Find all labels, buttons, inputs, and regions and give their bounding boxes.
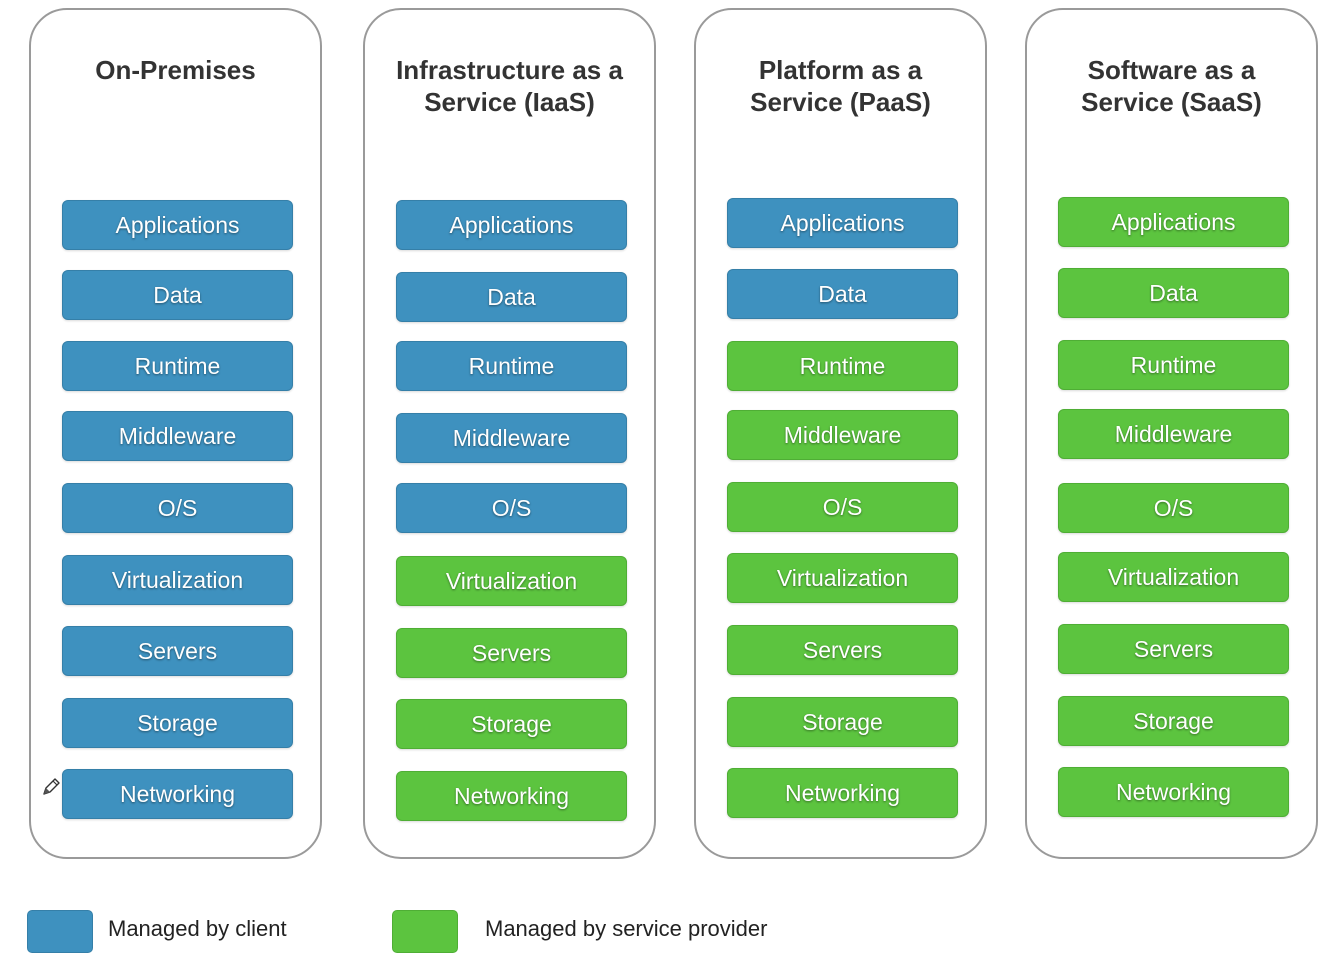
layer-middleware: Middleware xyxy=(396,413,627,463)
legend-label-client: Managed by client xyxy=(108,916,287,941)
layer-runtime: Runtime xyxy=(727,341,958,391)
layer-servers: Servers xyxy=(396,628,627,678)
layer-os: O/S xyxy=(727,482,958,532)
layer-os: O/S xyxy=(1058,483,1289,533)
layer-runtime: Runtime xyxy=(62,341,293,391)
layer-data: Data xyxy=(1058,268,1289,318)
layer-applications: Applications xyxy=(62,200,293,250)
layer-storage: Storage xyxy=(1058,696,1289,746)
layer-networking: Networking xyxy=(396,771,627,821)
column-on-premises: On-Premises Applications Data Runtime Mi… xyxy=(29,8,322,859)
layer-networking: Networking xyxy=(1058,767,1289,817)
layer-storage: Storage xyxy=(62,698,293,748)
legend-swatch-provider xyxy=(392,910,458,953)
pencil-icon xyxy=(43,778,60,795)
layer-data: Data xyxy=(396,272,627,322)
layer-middleware: Middleware xyxy=(1058,409,1289,459)
column-title: Platform as a Service (PaaS) xyxy=(750,55,931,117)
layer-data: Data xyxy=(62,270,293,320)
layer-runtime: Runtime xyxy=(1058,340,1289,390)
layer-applications: Applications xyxy=(396,200,627,250)
column-title: Infrastructure as a Service (IaaS) xyxy=(396,55,623,117)
layer-storage: Storage xyxy=(727,697,958,747)
layer-data: Data xyxy=(727,269,958,319)
layer-servers: Servers xyxy=(62,626,293,676)
layer-os: O/S xyxy=(396,483,627,533)
layer-runtime: Runtime xyxy=(396,341,627,391)
legend-label-provider: Managed by service provider xyxy=(485,916,768,941)
layer-virtualization: Virtualization xyxy=(396,556,627,606)
layer-networking: Networking xyxy=(727,768,958,818)
layer-networking: Networking xyxy=(62,769,293,819)
layer-applications: Applications xyxy=(727,198,958,248)
layer-middleware: Middleware xyxy=(727,410,958,460)
layer-virtualization: Virtualization xyxy=(727,553,958,603)
layer-applications: Applications xyxy=(1058,197,1289,247)
column-iaas: Infrastructure as a Service (IaaS) Appli… xyxy=(363,8,656,859)
column-title: On-Premises xyxy=(95,55,256,85)
layer-middleware: Middleware xyxy=(62,411,293,461)
layer-os: O/S xyxy=(62,483,293,533)
layer-virtualization: Virtualization xyxy=(1058,552,1289,602)
layer-servers: Servers xyxy=(1058,624,1289,674)
layer-virtualization: Virtualization xyxy=(62,555,293,605)
column-paas: Platform as a Service (PaaS) Application… xyxy=(694,8,987,859)
column-saas: Software as a Service (SaaS) Application… xyxy=(1025,8,1318,859)
column-title: Software as a Service (SaaS) xyxy=(1081,55,1262,117)
layer-servers: Servers xyxy=(727,625,958,675)
layer-storage: Storage xyxy=(396,699,627,749)
legend-swatch-client xyxy=(27,910,93,953)
